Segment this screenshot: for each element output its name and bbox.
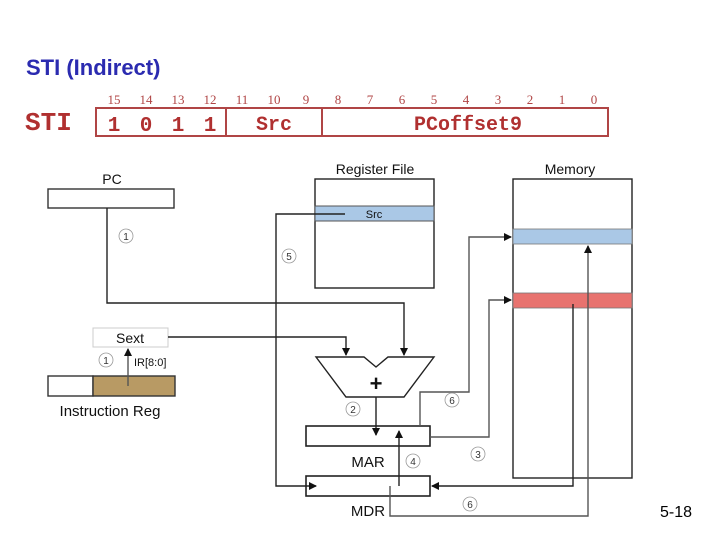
mdr-to-memory-wire (389, 245, 592, 517)
bit-number: 6 (399, 92, 406, 107)
adder-alu (314, 356, 436, 398)
svg-text:6: 6 (467, 500, 473, 511)
memory-label: Memory (545, 161, 596, 177)
field-src: Src (256, 114, 292, 137)
svg-text:1: 1 (103, 356, 109, 367)
bit-number: 14 (140, 92, 154, 107)
memory-target-location (512, 228, 633, 245)
page-number: 5-18 (660, 504, 693, 521)
step-marker: 1 (118, 228, 134, 244)
register-src-label: Src (366, 209, 383, 221)
bit-number: 4 (463, 92, 470, 107)
bit-number: 12 (204, 92, 217, 107)
register-file (314, 178, 435, 289)
mar-register (305, 425, 431, 447)
bit-number: 9 (303, 92, 310, 107)
svg-text:2: 2 (350, 405, 356, 416)
ir-label: Instruction Reg (60, 403, 161, 420)
mar-label: MAR (351, 454, 385, 471)
mdr-register (305, 475, 431, 497)
sext-label: Sext (116, 330, 144, 346)
bit-number: 10 (268, 92, 281, 107)
step-marker: 1 (98, 352, 114, 368)
ir-upper-bits (47, 375, 94, 397)
pc-to-adder-wire (106, 208, 408, 356)
step-marker: 5 (281, 248, 297, 264)
ir-bits-label: IR[8:0] (134, 357, 166, 369)
step-marker: 2 (345, 401, 361, 417)
sext-to-adder-wire (168, 336, 350, 356)
slide-title: STI (Indirect) (26, 55, 161, 80)
bit-number: 3 (495, 92, 502, 107)
step-marker: 6 (462, 496, 478, 512)
bit-number: 5 (431, 92, 438, 107)
instruction-mnemonic: STI (25, 108, 72, 138)
memory-to-mdr-wire (431, 304, 574, 490)
bit-number: 13 (172, 92, 185, 107)
bit-number: 2 (527, 92, 534, 107)
pc-label: PC (102, 171, 121, 187)
bit-number: 1 (559, 92, 566, 107)
mar-to-memory-target-wire (419, 233, 512, 426)
step-marker: 3 (470, 446, 486, 462)
opcode-bit: 1 (108, 115, 121, 138)
step-marker: 6 (444, 392, 460, 408)
bit-number: 8 (335, 92, 342, 107)
svg-text:5: 5 (286, 252, 292, 263)
step-marker: 4 (405, 453, 421, 469)
bit-number: 11 (236, 92, 249, 107)
register-file-label: Register File (336, 161, 415, 177)
field-pcoffset9: PCoffset9 (414, 114, 522, 137)
adder-plus: + (370, 371, 383, 396)
bit-number: 0 (591, 92, 598, 107)
mar-to-memory-pointer-wire (430, 296, 512, 438)
svg-text:4: 4 (410, 457, 416, 468)
instruction-format-box (95, 107, 609, 137)
bit-number: 7 (367, 92, 374, 107)
svg-text:3: 3 (475, 450, 481, 461)
opcode-bit: 0 (140, 115, 153, 138)
src-to-mdr-wire (275, 213, 345, 490)
opcode-bit: 1 (172, 115, 185, 138)
svg-text:6: 6 (449, 396, 455, 407)
svg-text:1: 1 (123, 232, 129, 243)
pc-register (47, 188, 175, 209)
mdr-label: MDR (351, 503, 385, 520)
ir-offset-bits (92, 375, 176, 397)
bit-number: 15 (108, 92, 121, 107)
opcode-bit: 1 (204, 115, 217, 138)
